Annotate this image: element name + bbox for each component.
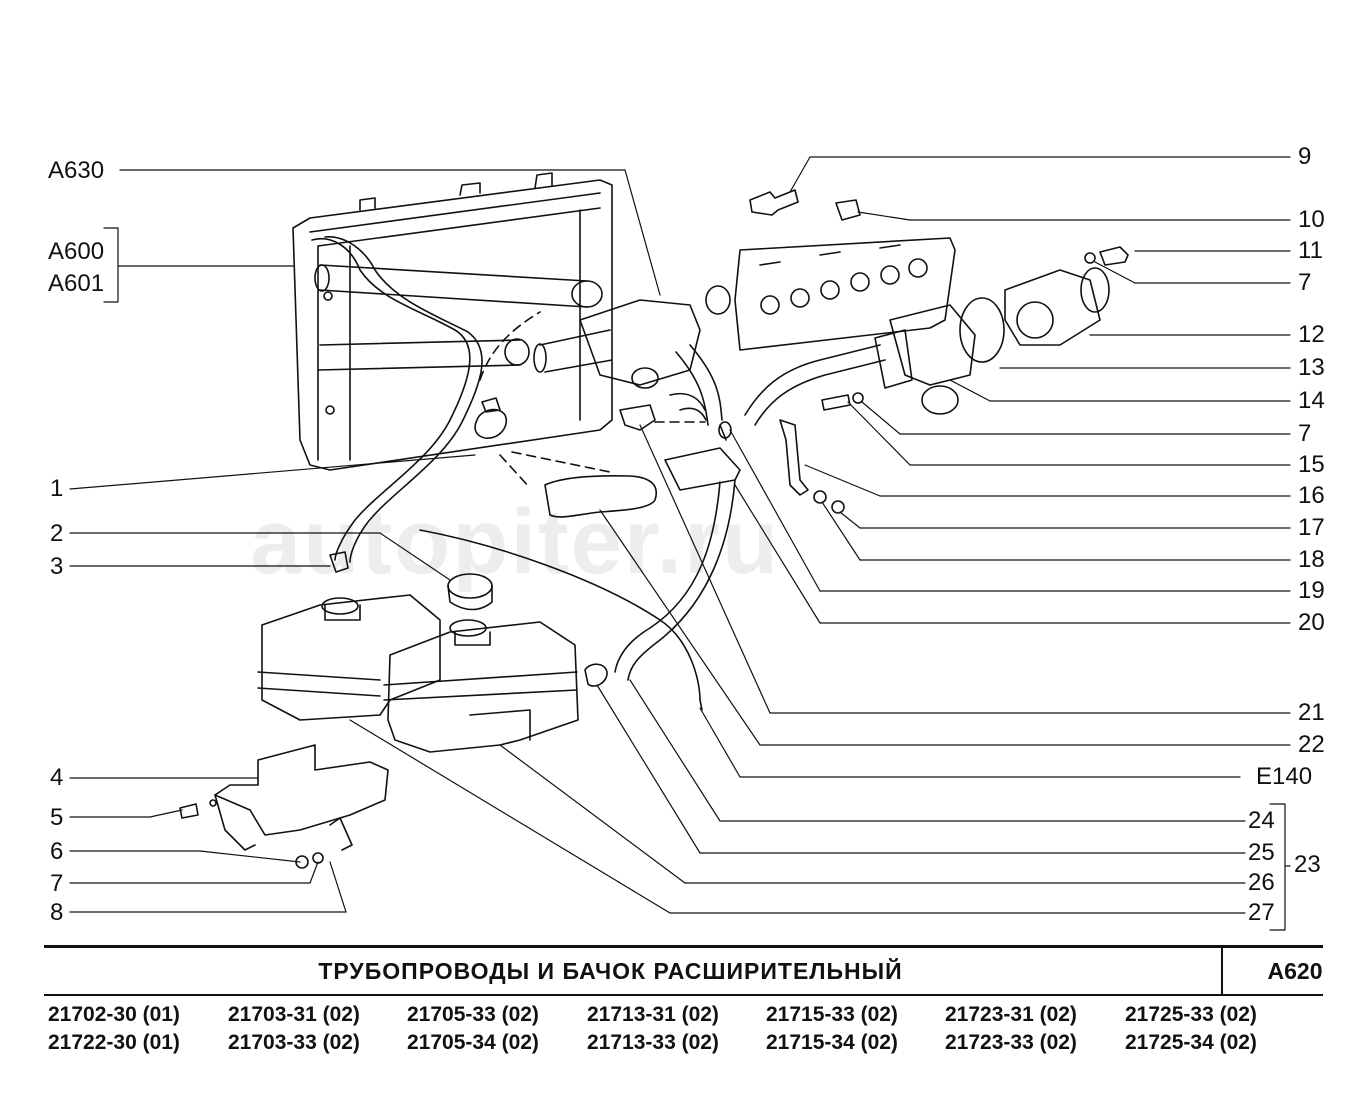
model-code: 21713-33 (02) — [587, 1031, 719, 1054]
model-code: 21725-34 (02) — [1125, 1031, 1257, 1054]
callout-23: 23 — [1294, 851, 1321, 878]
watermark-text: autopiter.ru — [250, 491, 781, 593]
bracket-drawing — [209, 744, 389, 851]
callout-4: 4 — [50, 764, 64, 791]
model-code: 21715-34 (02) — [766, 1031, 898, 1054]
callout-e140: E140 — [1256, 763, 1313, 790]
model-code: 21725-33 (02) — [1125, 1003, 1257, 1026]
water-pump-drawing — [889, 267, 1110, 415]
callout-13: 13 — [1298, 354, 1325, 381]
callout-15: 15 — [1298, 451, 1325, 478]
callout-11: 11 — [1298, 237, 1323, 264]
callout-6: 6 — [50, 838, 64, 865]
clamps-drawing — [329, 397, 656, 687]
callout-16: 16 — [1298, 482, 1325, 509]
expansion-tank-rear-drawing — [257, 594, 441, 721]
model-code: 21722-30 (01) — [48, 1031, 180, 1054]
callout-7-left: 7 — [50, 870, 64, 897]
page-title: ТРУБОПРОВОДЫ И БАЧОК РАСШИРИТЕЛЬНЫЙ — [318, 958, 903, 984]
model-code: 21702-30 (01) — [48, 1003, 180, 1026]
model-code: 21723-33 (02) — [945, 1031, 1077, 1054]
title-bar: ТРУБОПРОВОДЫ И БАЧОК РАСШИРИТЕЛЬНЫЙ A620 — [44, 945, 1323, 996]
callout-1: 1 — [50, 475, 64, 502]
callout-3: 3 — [50, 553, 64, 580]
callout-21: 21 — [1298, 699, 1325, 726]
callout-5: 5 — [50, 804, 64, 831]
callout-a630: A630 — [48, 157, 105, 184]
metal-pipe-drawing — [744, 329, 913, 496]
expansion-tank-front-drawing — [383, 621, 579, 753]
small-parts-drawing — [179, 189, 1129, 869]
callout-14: 14 — [1298, 387, 1325, 414]
thermostat-drawing — [533, 285, 731, 426]
model-code: 21723-31 (02) — [945, 1003, 1077, 1026]
hoses-drawing — [419, 392, 741, 711]
callout-18: 18 — [1298, 546, 1325, 573]
callout-27: 27 — [1248, 899, 1275, 926]
callout-25: 25 — [1248, 839, 1275, 866]
callout-10: 10 — [1298, 206, 1325, 233]
callout-2: 2 — [50, 520, 64, 547]
callout-22: 22 — [1298, 731, 1325, 758]
callout-26: 26 — [1248, 869, 1275, 896]
engine-head-drawing — [734, 237, 956, 351]
callout-8: 8 — [50, 899, 64, 926]
title-divider — [1221, 948, 1223, 994]
model-code: 21703-33 (02) — [228, 1031, 360, 1054]
model-code: 21705-33 (02) — [407, 1003, 539, 1026]
callout-17: 17 — [1298, 514, 1325, 541]
callout-a600: A600 — [48, 238, 105, 265]
callout-7-b: 7 — [1298, 420, 1312, 447]
radiator-drawing — [292, 172, 613, 563]
model-code: 21713-31 (02) — [587, 1003, 719, 1026]
diagram-code: A620 — [1267, 958, 1323, 984]
model-code: 21715-33 (02) — [766, 1003, 898, 1026]
model-code: 21705-34 (02) — [407, 1031, 539, 1054]
callout-24: 24 — [1248, 807, 1275, 834]
callout-a601: A601 — [48, 270, 105, 297]
model-code: 21703-31 (02) — [228, 1003, 360, 1026]
callout-9: 9 — [1298, 143, 1312, 170]
callout-20: 20 — [1298, 609, 1325, 636]
leader-lines — [69, 156, 1291, 931]
callout-12: 12 — [1298, 321, 1325, 348]
callout-7-a: 7 — [1298, 269, 1312, 296]
tank-caps-drawing — [321, 573, 493, 637]
callout-19: 19 — [1298, 577, 1325, 604]
